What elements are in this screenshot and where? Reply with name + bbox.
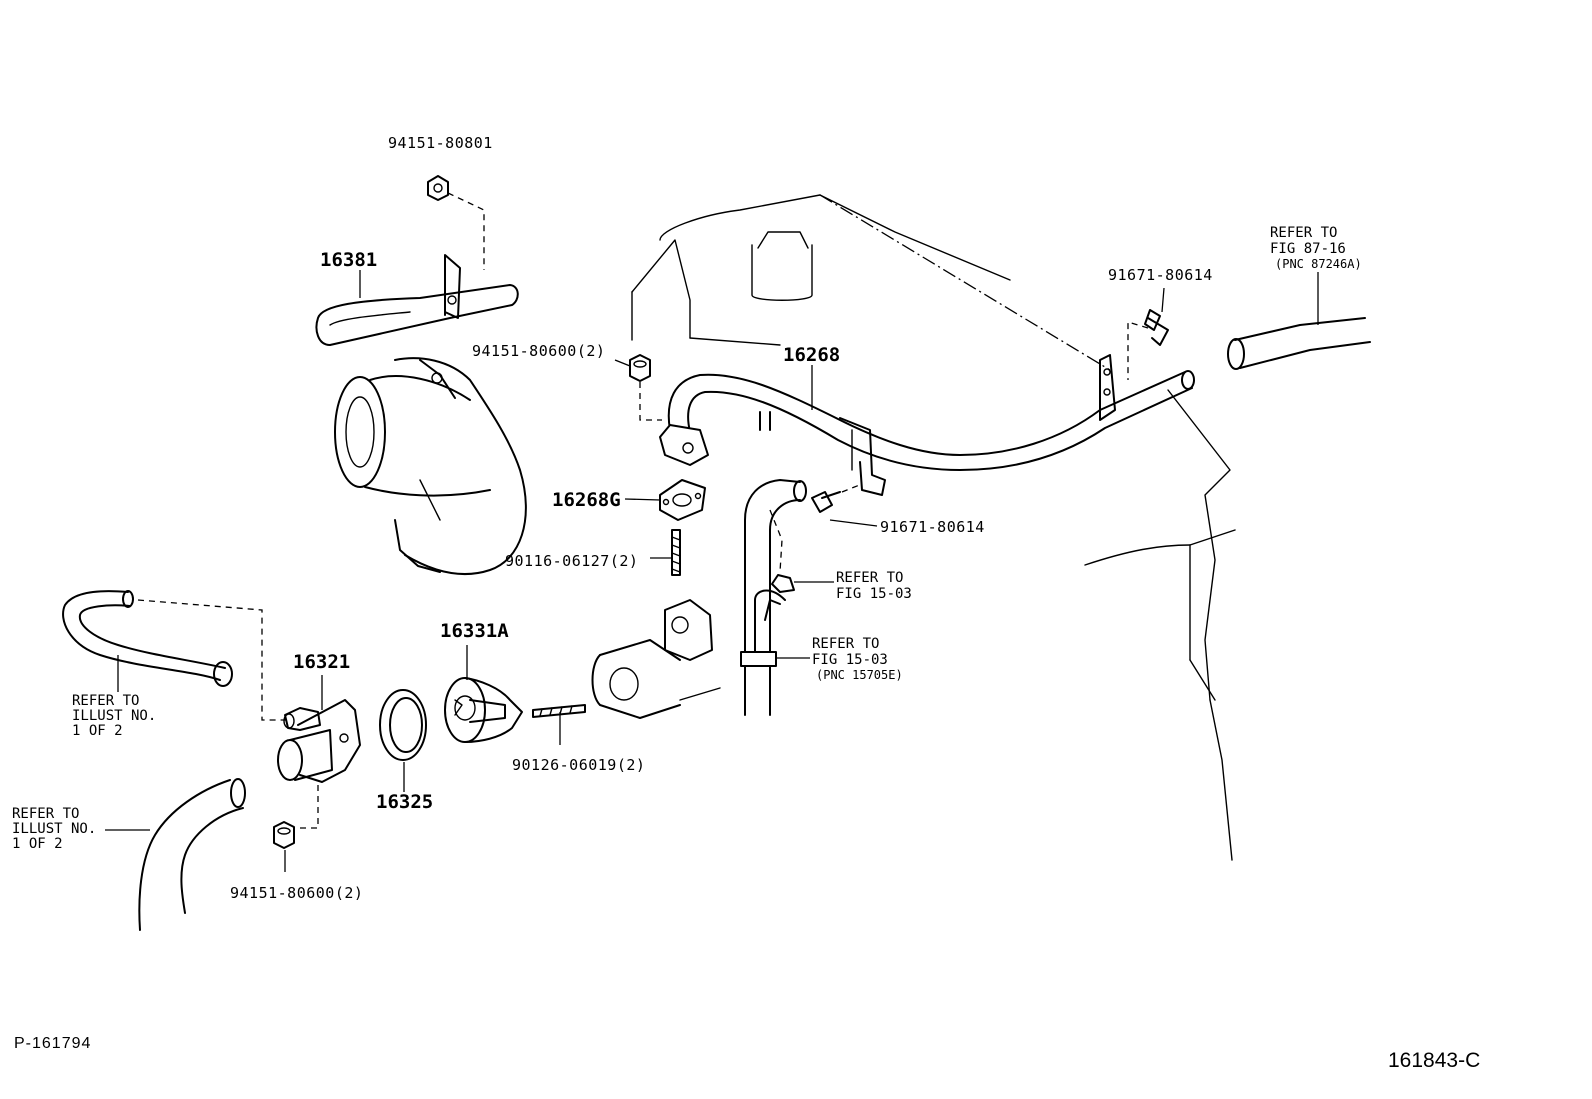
hose-fig-15-03 — [740, 411, 807, 716]
label-94151-80600-bottom: 94151-80600(2) — [230, 884, 363, 902]
bypass-pipe-16268 — [659, 354, 1195, 496]
ref-illust-lower-line3: 1 OF 2 — [12, 836, 63, 852]
nut-94151-80801 — [427, 175, 485, 270]
ref-fig-15-03-b-line1: REFER TO — [812, 636, 879, 652]
leader-lines — [105, 270, 1319, 872]
ref-illust-upper-line1: REFER TO — [72, 693, 139, 709]
label-91671-80614-mid: 91671-80614 — [880, 518, 985, 536]
ref-illust-lower-line2: ILLUST NO. — [12, 821, 96, 837]
footer-left-code: P-161794 — [14, 1035, 91, 1052]
label-94151-80600-top: 94151-80600(2) — [472, 342, 605, 360]
label-16381: 16381 — [320, 249, 377, 271]
ref-fig-87-16-line3: (PNC 87246A) — [1275, 257, 1362, 271]
bolt-91671-80614-mid — [811, 483, 863, 513]
nut-94151-80600-bottom — [273, 821, 295, 849]
alternator — [334, 357, 527, 576]
water-inlet-housing — [591, 599, 721, 719]
label-16268: 16268 — [783, 344, 840, 366]
ref-fig-87-16: REFER TO FIG 87-16 (PNC 87246A) — [1270, 225, 1362, 271]
label-94151-80801: 94151-80801 — [388, 134, 493, 152]
hose-upper-left — [62, 590, 288, 721]
ref-illust-upper: REFER TO ILLUST NO. 1 OF 2 — [72, 693, 156, 739]
hose-fig-87-16 — [1227, 317, 1371, 370]
thermostat-16331A — [444, 677, 523, 743]
gasket-16268G — [659, 479, 706, 521]
ref-fig-15-03-a: REFER TO FIG 15-03 — [836, 570, 912, 602]
gasket-ring-16325 — [379, 689, 427, 761]
ref-fig-87-16-line2: FIG 87-16 — [1270, 241, 1346, 257]
hose-lower-left — [138, 778, 246, 931]
footer-right-code: 161843-C — [1388, 1049, 1480, 1072]
label-16268G: 16268G — [552, 489, 621, 511]
water-outlet-16321 — [277, 699, 361, 829]
ref-fig-87-16-line1: REFER TO — [1270, 225, 1337, 241]
label-16325: 16325 — [376, 791, 433, 813]
hose-elbow-fig-15-03 — [769, 509, 795, 593]
ref-fig-15-03-b-line2: FIG 15-03 — [812, 652, 888, 668]
ref-fig-15-03-a-line2: FIG 15-03 — [836, 586, 912, 602]
nut-94151-80600-top — [629, 354, 662, 421]
ref-illust-upper-line3: 1 OF 2 — [72, 723, 123, 739]
ref-fig-15-03-a-line1: REFER TO — [836, 570, 903, 586]
label-90126-06019: 90126-06019(2) — [512, 756, 645, 774]
ref-illust-lower-line1: REFER TO — [12, 806, 79, 822]
label-16321: 16321 — [293, 651, 350, 673]
label-91671-80614-top: 91671-80614 — [1108, 266, 1213, 284]
bolt-91671-80614-top — [1127, 309, 1169, 380]
bracket-16381 — [315, 254, 519, 346]
engine-outline — [631, 194, 1236, 861]
ref-illust-upper-line2: ILLUST NO. — [72, 708, 156, 724]
stud-90126-06019 — [532, 704, 586, 718]
label-90116-06127: 90116-06127(2) — [505, 552, 638, 570]
stud-90116-06127 — [671, 529, 681, 576]
ref-illust-lower: REFER TO ILLUST NO. 1 OF 2 — [12, 806, 96, 852]
ref-fig-15-03-b: REFER TO FIG 15-03 (PNC 15705E) — [812, 636, 903, 682]
label-16331A: 16331A — [440, 620, 509, 642]
ref-fig-15-03-b-line3: (PNC 15705E) — [816, 668, 903, 682]
